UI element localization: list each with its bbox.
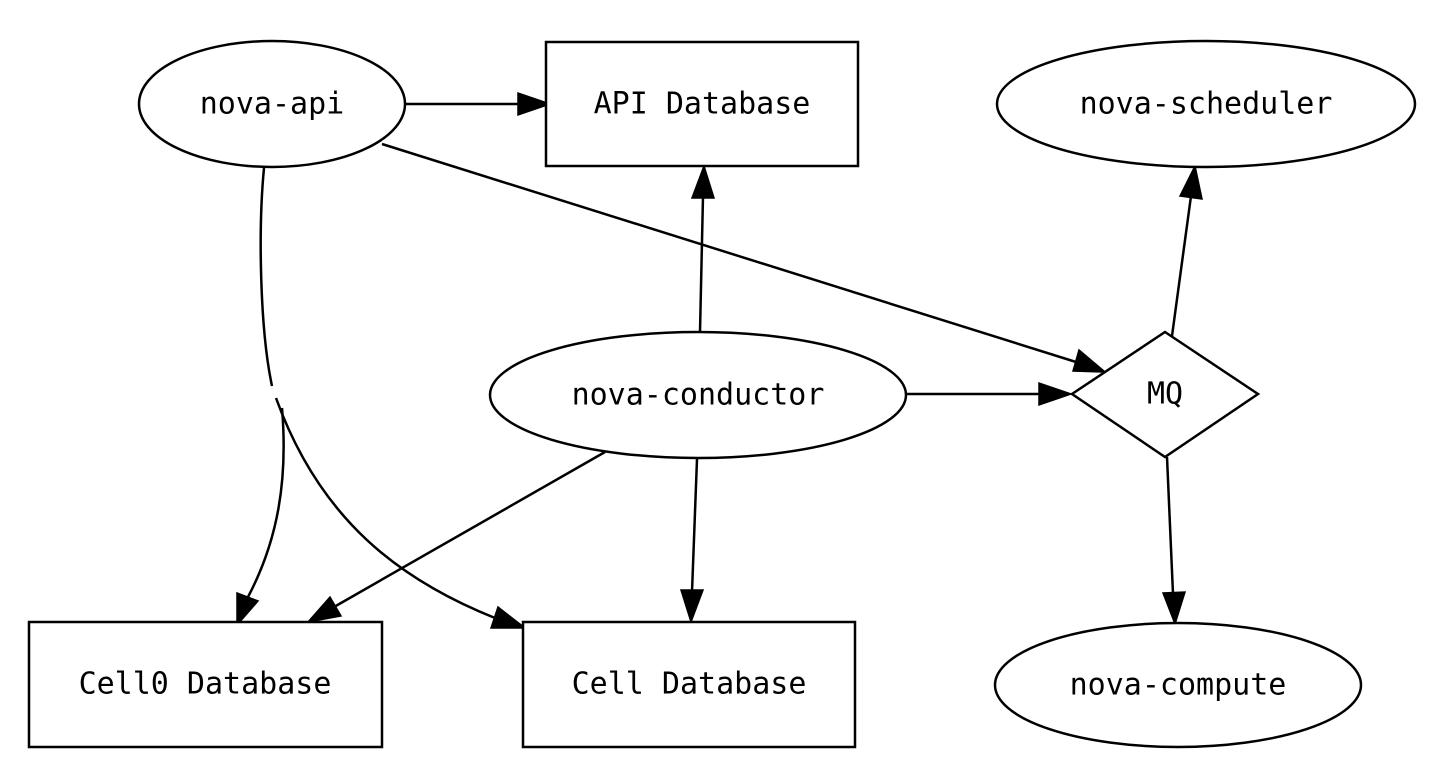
node-nova-conductor: nova-conductor	[488, 330, 908, 460]
nodes: nova-api API Database nova-scheduler nov…	[27, 39, 1417, 749]
node-label-nova-compute: nova-compute	[1070, 668, 1287, 703]
node-api-database: API Database	[544, 40, 860, 168]
node-label-mq: MQ	[1147, 377, 1183, 412]
edge-nova-conductor-to-cell0-database	[306, 450, 606, 624]
node-label-cell0-database: Cell0 Database	[79, 667, 332, 702]
node-cell-database: Cell Database	[521, 620, 857, 749]
node-label-nova-conductor: nova-conductor	[572, 378, 825, 413]
edge-nova-api-to-api-database	[405, 91, 553, 117]
node-label-nova-scheduler: nova-scheduler	[1080, 87, 1333, 122]
node-nova-scheduler: nova-scheduler	[995, 39, 1417, 169]
edge-mq-to-nova-compute	[1161, 456, 1187, 627]
edge-nova-conductor-to-cell-database	[679, 458, 705, 625]
edge-nova-conductor-to-api-database	[690, 163, 716, 333]
node-label-nova-api: nova-api	[200, 87, 345, 122]
node-nova-api: nova-api	[137, 39, 407, 169]
node-label-api-database: API Database	[594, 87, 811, 122]
edges	[236, 91, 1203, 629]
edge-nova-conductor-to-mq	[906, 381, 1074, 407]
node-nova-compute: nova-compute	[993, 621, 1363, 749]
edge-nova-api-to-mq	[381, 142, 1108, 373]
node-cell0-database: Cell0 Database	[27, 620, 384, 749]
node-mq: MQ	[1069, 330, 1261, 459]
node-label-cell-database: Cell Database	[572, 667, 807, 702]
edge-mq-to-nova-scheduler	[1170, 163, 1203, 337]
edge-nova-api-to-cell0-database	[236, 167, 285, 627]
edge-nova-api-to-cell-database	[274, 397, 528, 629]
